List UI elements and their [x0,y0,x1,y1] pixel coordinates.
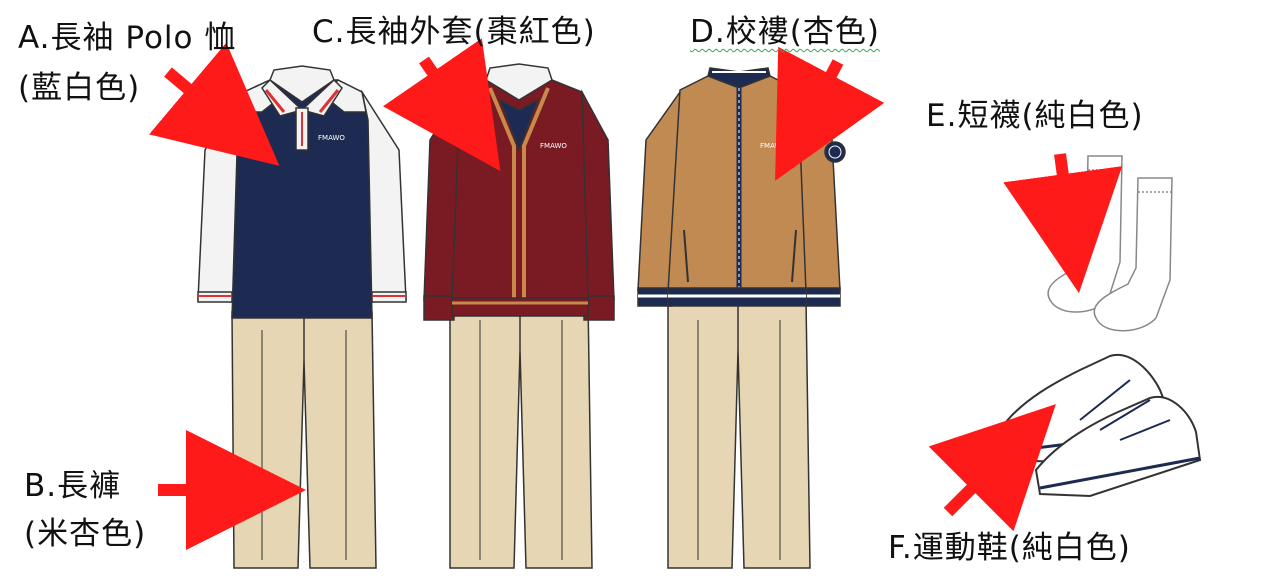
label-d: D.校褸(杏色) [690,14,880,50]
arrow-c [382,38,501,172]
polo-logo: FMAWO [318,134,345,142]
label-b-line2: (米杏色) [24,516,147,552]
label-a-line1: A.長袖 Polo 恤 [18,20,237,56]
jacket-logo: FMAWO [760,142,787,150]
polo-shirt-icon: FMAWO [197,65,407,319]
label-b-line1: B.長褲 [24,468,122,504]
jacket-icon: FMAWO [637,67,846,307]
cardigan-icon: FMAWO [423,63,615,321]
arrow-e [1003,153,1123,294]
arrow-d [775,46,885,181]
arrow-a [148,42,280,166]
arrow-f [928,404,1056,532]
label-a-line2: (藍白色) [18,70,141,106]
label-c: C.長袖外套(棗紅色) [312,14,596,50]
school-badge-icon [824,141,846,163]
trousers-icon [231,299,811,569]
label-e: E.短襪(純白色) [926,98,1144,134]
arrow-icon [148,38,1123,550]
label-f: F.運動鞋(純白色) [888,530,1131,566]
cardigan-logo: FMAWO [540,142,567,150]
sneakers-icon [998,353,1202,498]
